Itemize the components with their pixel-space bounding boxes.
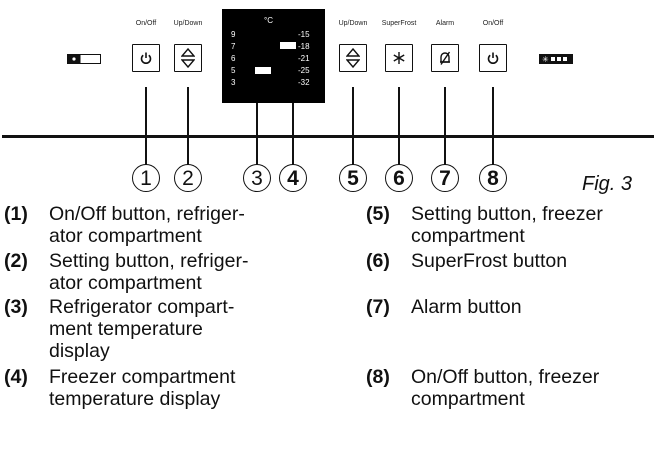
updown-button-freezer[interactable] <box>339 44 367 72</box>
legend-key: (8) <box>366 366 390 388</box>
power-icon <box>487 52 499 64</box>
legend-key: (1) <box>4 203 28 225</box>
refrigerator-indicator-icon <box>67 51 101 69</box>
freezer-indicator-icon: ✳ <box>539 51 573 69</box>
freezer-scale-15: -15 <box>298 30 310 39</box>
legend-text: Freezer compartment <box>49 366 236 388</box>
superfrost-button[interactable] <box>385 44 413 72</box>
fridge-scale-6: 6 <box>231 54 236 63</box>
fridge-scale-5: 5 <box>231 66 236 75</box>
label-updown-freezer: Up/Down <box>338 20 368 27</box>
freezer-scale-32: -32 <box>298 78 310 87</box>
snowflake-icon <box>393 52 405 64</box>
leader-line-5 <box>352 87 354 165</box>
up-down-arrows-icon <box>181 48 195 68</box>
legend-text: compartment <box>411 225 525 247</box>
legend-key: (3) <box>4 296 28 318</box>
legend-text: SuperFrost button <box>411 250 568 272</box>
callout-8: 8 <box>479 164 507 192</box>
onoff-button-freezer[interactable] <box>479 44 507 72</box>
freezer-scale-18: -18 <box>298 42 310 51</box>
legend-key: (4) <box>4 366 28 388</box>
legend-text: ator compartment <box>49 272 202 294</box>
label-superfrost: SuperFrost <box>381 20 417 27</box>
callout-3: 3 <box>243 164 271 192</box>
callout-6: 6 <box>385 164 413 192</box>
updown-button-fridge[interactable] <box>174 44 202 72</box>
panel-edge-line <box>2 135 654 138</box>
leader-line-4 <box>292 103 294 165</box>
legend-text: On/Off button, refriger- <box>49 203 245 225</box>
legend-text: Setting button, freezer <box>411 203 603 225</box>
legend-key: (6) <box>366 250 390 272</box>
temperature-display: °C 9 7 6 5 3 -15 -18 -21 -25 -32 <box>222 9 325 103</box>
callout-2: 2 <box>174 164 202 192</box>
onoff-button-fridge[interactable] <box>132 44 160 72</box>
leader-line-8 <box>492 87 494 165</box>
label-updown-fridge: Up/Down <box>173 20 203 27</box>
legend-text: compartment <box>411 388 525 410</box>
callout-7: 7 <box>431 164 459 192</box>
freezer-level-segment <box>280 42 296 49</box>
callout-4: 4 <box>279 164 307 192</box>
freezer-scale-25: -25 <box>298 66 310 75</box>
legend-key: (2) <box>4 250 28 272</box>
fridge-scale-9: 9 <box>231 30 236 39</box>
label-onoff-fridge: On/Off <box>135 20 157 27</box>
leader-line-2 <box>187 87 189 165</box>
legend-text: temperature display <box>49 388 221 410</box>
legend-text: display <box>49 340 110 362</box>
fridge-scale-7: 7 <box>231 42 236 51</box>
figure-label: Fig. 3 <box>582 173 633 195</box>
svg-text:✳: ✳ <box>542 55 549 64</box>
display-unit: °C <box>264 16 273 25</box>
leader-line-7 <box>444 87 446 165</box>
leader-line-3 <box>256 103 258 165</box>
label-onoff-freezer: On/Off <box>482 20 504 27</box>
leader-line-1 <box>145 87 147 165</box>
legend-text: Refrigerator compart- <box>49 296 235 318</box>
freezer-scale-21: -21 <box>298 54 310 63</box>
alarm-off-icon <box>440 51 451 65</box>
fridge-level-segment <box>255 67 271 74</box>
fridge-scale-3: 3 <box>231 78 236 87</box>
legend-key: (5) <box>366 203 390 225</box>
legend-text: ator compartment <box>49 225 202 247</box>
callout-5: 5 <box>339 164 367 192</box>
leader-line-6 <box>398 87 400 165</box>
power-icon <box>140 52 152 64</box>
legend-text: Setting button, refriger- <box>49 250 249 272</box>
legend-text: Alarm button <box>411 296 522 318</box>
up-down-arrows-icon <box>346 48 360 68</box>
legend-text: On/Off button, freezer <box>411 366 600 388</box>
legend-text: ment temperature <box>49 318 203 340</box>
label-alarm: Alarm <box>435 20 455 27</box>
alarm-button[interactable] <box>431 44 459 72</box>
callout-1: 1 <box>132 164 160 192</box>
legend-key: (7) <box>366 296 390 318</box>
